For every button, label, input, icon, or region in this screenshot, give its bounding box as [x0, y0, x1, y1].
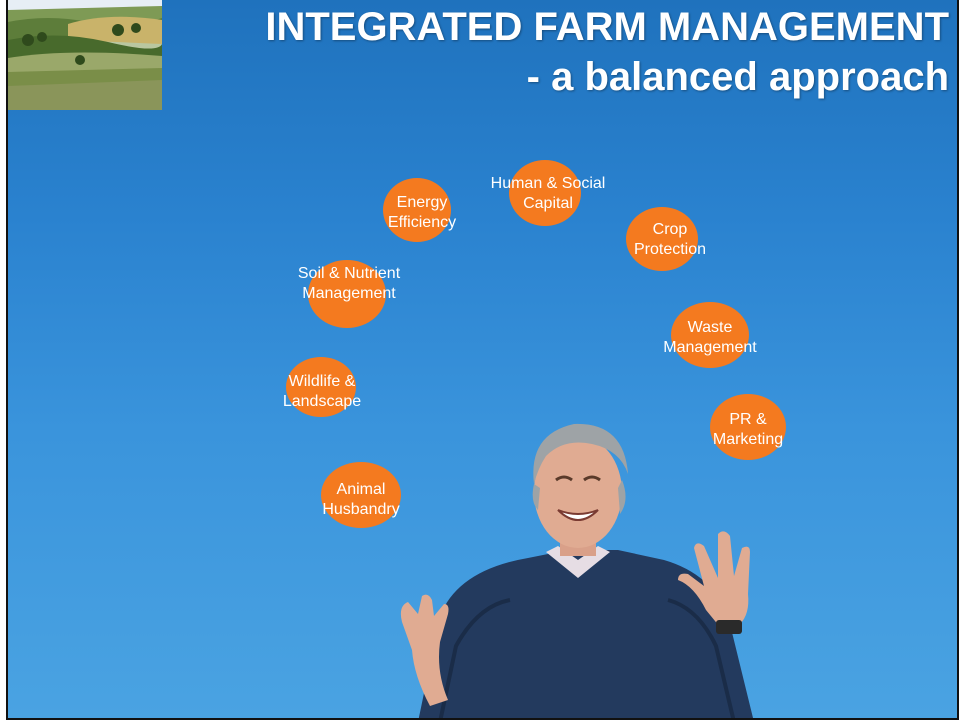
label-line: Efficiency: [387, 214, 457, 231]
label-line: Human & Social: [490, 175, 606, 192]
farm-landscape-thumbnail: [8, 0, 162, 110]
bubble-crop-protection: [626, 207, 698, 271]
label-line: Waste: [687, 319, 733, 336]
label-energy-efficiency: Energy Efficiency: [388, 193, 456, 233]
bubble-human-social-capital: [509, 160, 581, 226]
slide: INTEGRATED FARM MANAGEMENT - a balanced …: [6, 0, 959, 720]
label-animal-husbandry: Animal Husbandry: [322, 480, 399, 520]
bubble-waste-management: [671, 302, 749, 368]
label-waste-management: Waste Management: [663, 318, 756, 358]
label-line: Marketing: [712, 431, 784, 448]
label-line: Soil & Nutrient: [297, 265, 401, 282]
label-line: Animal: [336, 481, 386, 498]
label-line: Landscape: [282, 393, 362, 410]
label-line: Crop: [652, 221, 688, 238]
label-line: Husbandry: [322, 501, 400, 518]
label-line: Energy: [396, 194, 448, 211]
label-line: PR &: [729, 411, 767, 428]
title-line-2: - a balanced approach: [526, 55, 949, 99]
label-line: Capital: [523, 195, 573, 212]
man-juggling-photo: [400, 423, 754, 718]
bubble-pr-marketing: [710, 394, 786, 460]
label-line: Wildlife &: [288, 373, 356, 390]
label-line: Management: [302, 285, 396, 302]
title-line-1: INTEGRATED FARM MANAGEMENT: [265, 5, 949, 49]
label-line: Protection: [633, 241, 707, 258]
bubble-animal-husbandry: [321, 462, 401, 528]
label-human-social-capital: Human & Social Capital: [491, 174, 606, 214]
label-wildlife-landscape: Wildlife & Landscape: [283, 372, 361, 412]
bubble-wildlife-landscape: [286, 357, 356, 417]
label-line: Management: [663, 339, 757, 356]
label-pr-marketing: PR & Marketing: [713, 410, 783, 450]
label-crop-protection: Crop Protection: [634, 220, 706, 260]
bubble-soil-nutrient-management: [308, 260, 386, 328]
slide-title: INTEGRATED FARM MANAGEMENT - a balanced …: [189, 2, 949, 102]
label-soil-nutrient-management: Soil & Nutrient Management: [298, 264, 400, 304]
bubble-energy-efficiency: [383, 178, 451, 242]
